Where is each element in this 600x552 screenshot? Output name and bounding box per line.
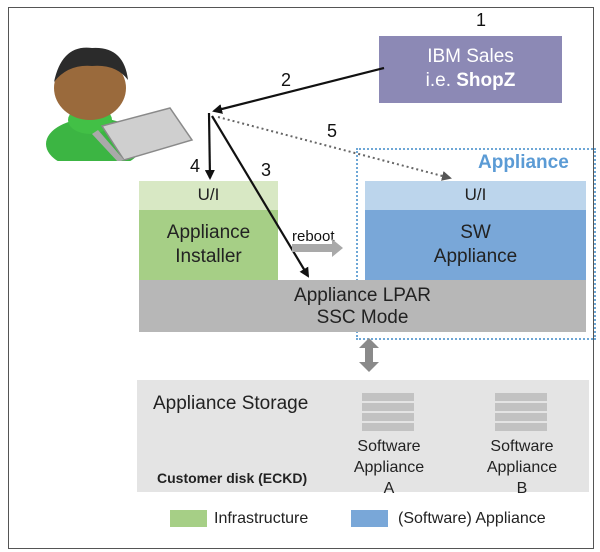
arrow-5-access bbox=[217, 116, 452, 181]
volume-b-line1: Software bbox=[490, 438, 554, 455]
step-2-label: 2 bbox=[281, 70, 292, 90]
step-3-label: 3 bbox=[261, 160, 272, 180]
volume-a-label: Software Appliance A bbox=[348, 436, 430, 499]
legend-infrastructure-label: Infrastructure bbox=[214, 510, 309, 527]
legend-appliance-swatch bbox=[351, 510, 388, 527]
reboot-arrow-icon bbox=[292, 239, 343, 257]
ibm-sales-title: IBM Sales bbox=[427, 46, 514, 67]
volume-a-line2: Appliance bbox=[353, 459, 425, 476]
lpar-label-line1: Appliance LPAR bbox=[294, 285, 431, 306]
sw-appliance-label-line1: SW bbox=[460, 222, 491, 243]
installer-label-line2: Installer bbox=[175, 246, 242, 267]
legend-infrastructure-swatch bbox=[170, 510, 207, 527]
sw-appliance-label-line2: Appliance bbox=[433, 246, 518, 267]
customer-disk-label: Customer disk (ECKD) bbox=[157, 470, 308, 486]
volume-a-line3: A bbox=[383, 480, 395, 497]
disk-a-icon bbox=[362, 393, 414, 431]
step-5-label: 5 bbox=[327, 121, 338, 141]
appliance-region bbox=[356, 148, 596, 340]
volume-b-line3: B bbox=[516, 480, 528, 497]
storage-link-arrow-icon bbox=[359, 338, 379, 372]
laptop-icon bbox=[92, 107, 194, 161]
sw-appliance-ui-block: U/I bbox=[365, 181, 586, 210]
appliance-region-title: Appliance bbox=[478, 152, 569, 173]
diagram-frame bbox=[8, 7, 594, 549]
sw-appliance-block: SW Appliance bbox=[365, 210, 586, 280]
step-1-label: 1 bbox=[476, 10, 487, 30]
legend-appliance-label: (Software) Appliance bbox=[398, 510, 546, 527]
volume-b-label: Software Appliance B bbox=[481, 436, 563, 499]
ibm-sales-box: IBM Sales i.e. ShopZ bbox=[379, 36, 562, 103]
ibm-sales-subtitle: i.e. ShopZ bbox=[425, 70, 516, 91]
step-4-label: 4 bbox=[190, 156, 201, 176]
volume-a-line1: Software bbox=[357, 438, 421, 455]
reboot-label: reboot bbox=[292, 228, 335, 245]
user-head-icon bbox=[54, 56, 126, 120]
appliance-storage-title: Appliance Storage bbox=[153, 393, 309, 414]
volume-b-line2: Appliance bbox=[486, 459, 558, 476]
lpar-label-line2: SSC Mode bbox=[316, 307, 409, 328]
arrow-4-install bbox=[204, 112, 215, 180]
disk-b-icon bbox=[495, 393, 547, 431]
appliance-lpar-bar: Appliance LPAR SSC Mode bbox=[139, 280, 586, 332]
user-hair-icon bbox=[54, 47, 128, 82]
arrow-2-order bbox=[212, 66, 385, 114]
user-illustration bbox=[46, 47, 194, 161]
appliance-installer-block: Appliance Installer bbox=[139, 210, 278, 280]
installer-label-line1: Appliance bbox=[166, 222, 251, 243]
